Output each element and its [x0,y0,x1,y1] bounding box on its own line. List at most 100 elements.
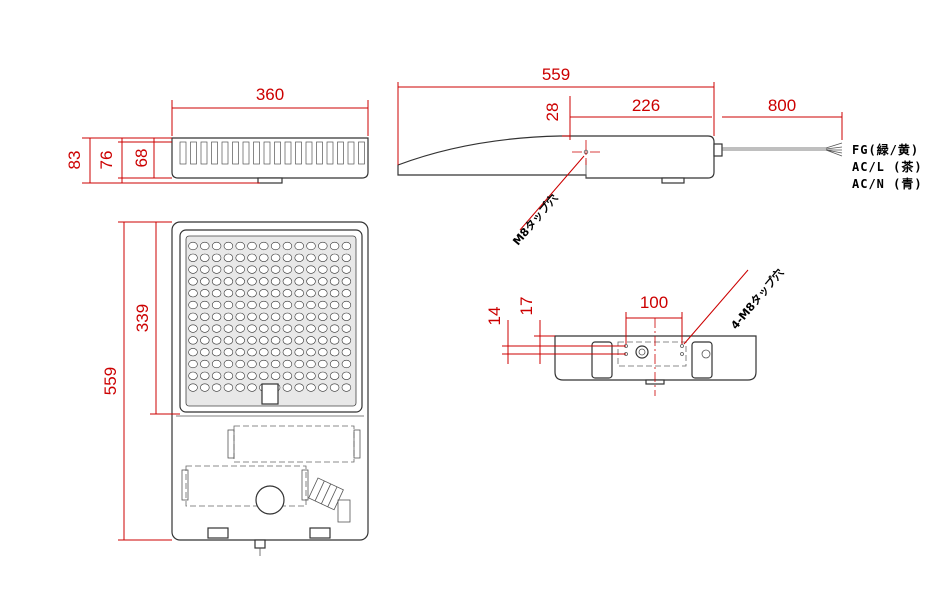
front-bracket-right [309,527,331,539]
led-lens [211,371,222,380]
led-lens [294,241,304,251]
led-lens [318,312,328,321]
dim-800-label: 800 [768,96,796,115]
heatsink-fin [200,141,208,165]
led-lens [282,300,293,310]
small-terminal [337,499,351,523]
front-cable-gland [254,539,266,549]
led-lens [247,359,257,369]
led-lens [259,300,269,310]
led-lens [270,324,281,333]
m8-tap-note: M8タップ穴 [510,191,561,248]
led-lens [200,241,210,251]
heatsink-fin [179,141,187,165]
led-lens [282,289,293,298]
led-lens [200,289,210,298]
led-lens [329,265,340,274]
led-lens [318,371,328,380]
led-lens [282,265,293,274]
end-elevation-view: 100 14 17 4-M8タップ穴 [485,266,786,396]
heatsink-fin [284,141,292,165]
heatsink-fin [242,141,250,165]
led-lens [294,336,304,345]
led-lens [282,253,293,262]
led-lens [282,277,293,286]
led-lens [223,277,234,286]
led-lens [247,324,257,333]
led-lens [247,383,257,392]
led-lens [329,277,340,286]
led-lens [318,300,328,310]
led-lens [270,336,281,345]
led-lens [247,253,257,262]
led-lens [270,300,281,310]
led-lens [223,359,234,369]
end-bracket-right [691,341,713,379]
led-lens [294,359,304,369]
cable-gland [713,143,723,157]
led-lens [306,277,316,286]
led-lens [318,289,328,298]
led-lens [235,265,245,274]
led-lens [329,336,340,345]
led-lens [211,253,222,262]
led-lens [259,348,269,357]
led-lens [329,383,340,392]
led-lens [318,359,328,369]
led-lens [270,253,281,262]
led-lens [341,383,352,392]
led-lens [329,371,340,380]
led-lens [223,312,234,321]
led-lens [223,348,234,357]
led-lens [223,289,234,298]
led-lens [259,265,269,274]
led-lens [341,359,352,369]
led-lens [306,265,316,274]
driver-1-end-left [227,429,235,459]
led-lens [306,359,316,369]
end-body-outline [554,335,757,381]
led-lens [200,336,210,345]
end-screw [701,349,711,359]
led-lens [329,359,340,369]
led-lens [200,324,210,333]
led-lens [341,241,352,251]
led-lens [341,312,352,321]
led-lens [294,348,304,357]
led-lens [188,324,198,333]
side-bracket [661,177,685,184]
led-lens [188,265,198,274]
led-lens [235,324,245,333]
led-grid [188,241,352,392]
dim-360-label: 360 [256,85,284,104]
dim-226-label: 226 [632,96,660,115]
led-lens [329,324,340,333]
panel-connector [261,383,279,405]
led-lens [270,371,281,380]
dim-76-label: 76 [97,151,116,170]
led-lens [270,277,281,286]
led-lens [318,324,328,333]
led-lens [200,359,210,369]
led-lens [329,300,340,310]
led-lens [282,336,293,345]
led-lens [188,371,198,380]
top-elevation-view: 360 83 76 68 [65,85,369,184]
led-lens [341,253,352,262]
heatsink-fin [326,141,334,165]
led-lens [259,371,269,380]
led-lens [188,383,198,392]
end-gland-inner [638,348,646,356]
led-lens [235,371,245,380]
led-lens [306,336,316,345]
led-lens [247,336,257,345]
led-lens [247,312,257,321]
led-lens [270,265,281,274]
led-lens [211,348,222,357]
led-lens [211,359,222,369]
led-lens [235,277,245,286]
led-lens [235,300,245,310]
led-lens [211,336,222,345]
heatsink-fin [263,141,271,165]
